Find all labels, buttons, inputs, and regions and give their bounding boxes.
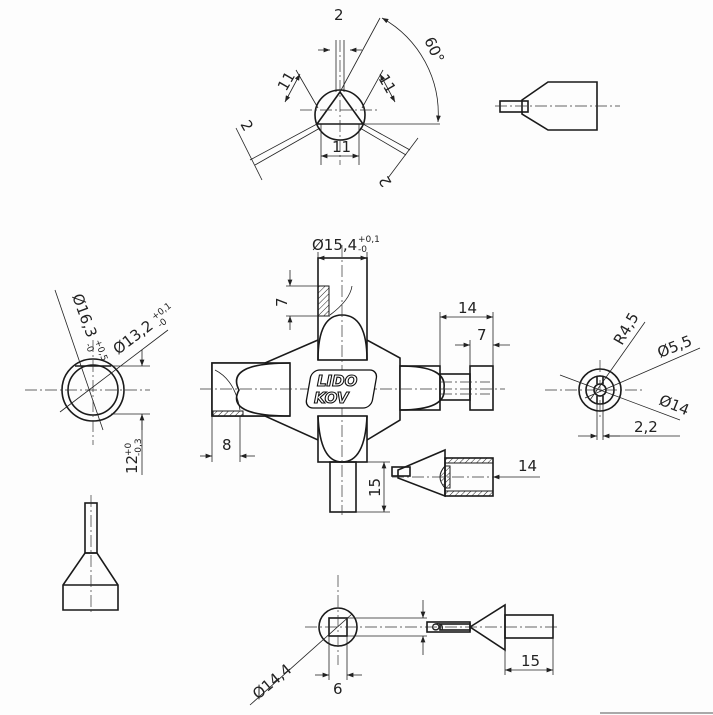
dim-slot-top: 2 [334,6,344,24]
bottom-dia: Ø14,4 [249,660,295,703]
left-inner-dia: Ø13,2 [110,317,157,359]
bottom-square-side: 6 [428,622,446,632]
main-key-view: LIDO KOV Ø15,4 +0,1 -0 7 14 7 8 15 [200,235,510,515]
left-flat-tol-upper: +0 [124,442,134,456]
dim-15: 15 [366,478,384,497]
left-outer-dia: Ø16,3 [68,291,100,340]
right-inner-dia: Ø5,5 [655,332,695,362]
left-flat-dim: 12 [123,455,141,474]
right-radius: R4,5 [610,309,643,348]
dim-7-top: 7 [273,297,291,307]
right-slot: 2,2 [634,418,658,436]
bottom-square: 6 [333,680,343,698]
dim-right-11: 11 [375,71,400,97]
logo-line1: LIDO [317,372,358,390]
dim-7-right: 7 [477,326,487,344]
dim-14-section: 14 [518,457,537,475]
main-dia-tol-upper: +0,1 [358,235,380,245]
main-dia: Ø15,4 [312,236,357,254]
main-dia-tol-lower: -0 [358,245,367,255]
left-outer-tol-lower: -0 [83,342,96,354]
left-flat-tol-lower: -0,3 [134,438,144,456]
dim-slot-left: 2 [237,117,257,134]
bottom-left-view [62,495,119,615]
bottom-square-view: Ø14,4 6 6 15 [249,575,560,706]
lidokov-logo: LIDO KOV [305,369,378,409]
top-triangle-view: 2 60° 11 11 11 2 2 [235,6,448,190]
left-end-view: Ø16,3 +0,5 -0 Ø13,2 +0,1 -0 12 +0 -0,3 [25,289,174,475]
right-outer-dia: Ø14 [657,391,692,419]
logo-line2: KOV [314,389,350,407]
dim-slot-right: 2 [375,173,395,190]
dim-8: 8 [222,436,232,454]
dim-left-11: 11 [274,68,299,94]
dim-14: 14 [458,299,477,317]
dim-bottom-11: 11 [332,138,351,156]
section-view: 14 [391,448,540,498]
top-side-view [495,81,620,131]
right-end-view: R4,5 Ø5,5 Ø14 2,2 [545,309,701,440]
bottom-length: 15 [521,652,540,670]
